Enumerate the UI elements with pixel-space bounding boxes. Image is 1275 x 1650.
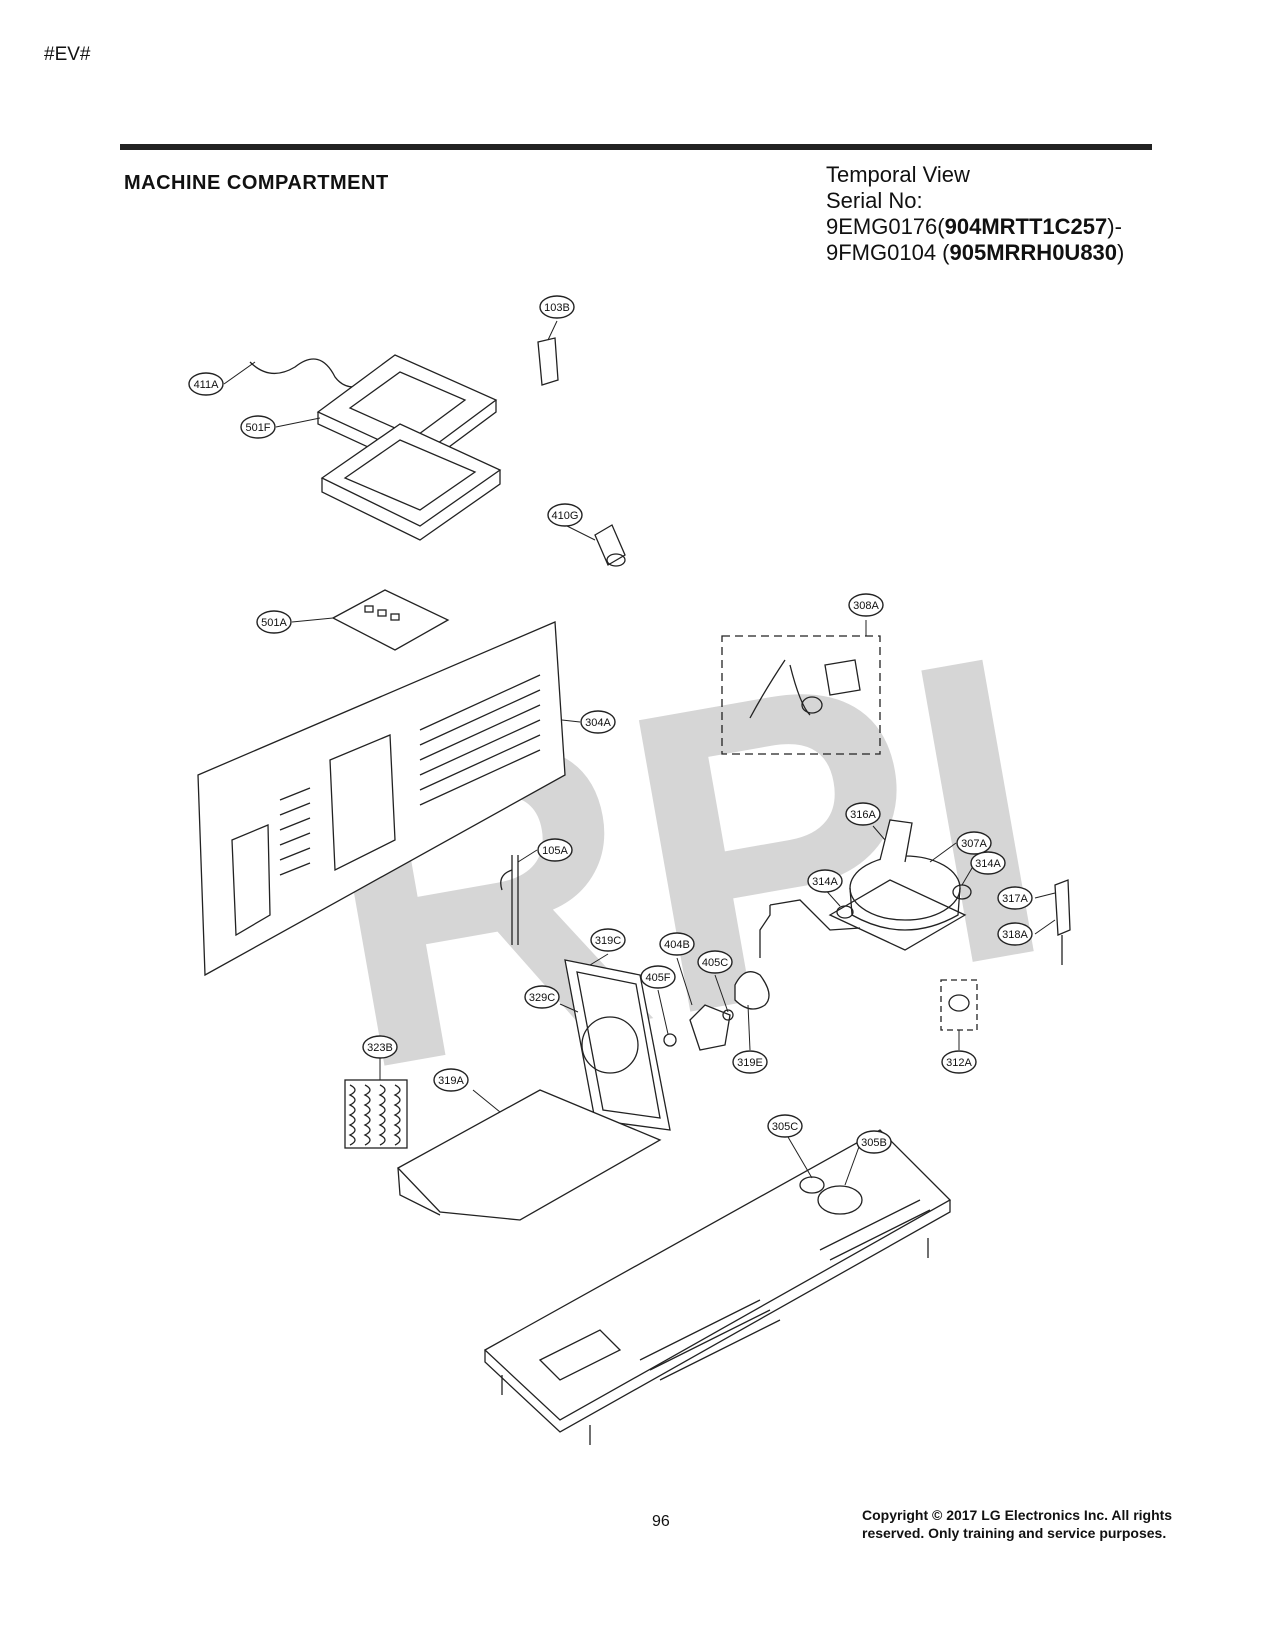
callout-318A: 318A [997,922,1033,946]
svg-text:304A: 304A [585,717,611,729]
condenser-323B [344,1079,408,1149]
svg-text:501F: 501F [245,422,270,434]
drain-tube-105A [500,855,519,945]
serial-line-4-prefix: 9FMG0104 ( [826,240,950,265]
svg-text:319E: 319E [737,1057,763,1069]
svg-text:405F: 405F [645,972,670,984]
compressor-307A [828,819,967,951]
serial-block: Temporal View Serial No: 9EMG0176(904MRT… [826,162,1124,266]
serial-line-1: Temporal View [826,162,970,187]
copyright-notice: Copyright © 2017 LG Electronics Inc. All… [862,1506,1222,1542]
serial-line-4-bold: 905MRRH0U830 [949,240,1118,265]
svg-text:308A: 308A [853,600,879,612]
serial-line-3: 9EMG0176(904MRTT1C257)- [826,214,1124,240]
svg-text:305C: 305C [772,1121,798,1133]
callout-312A: 312A [941,1050,977,1074]
callout-319A: 319A [433,1068,469,1092]
svg-text:103B: 103B [544,302,570,314]
serial-line-3-suffix: )- [1107,214,1122,239]
callout-404B: 404B [659,932,695,956]
fan-motor-404B [689,1004,731,1051]
callout-103B: 103B [539,295,575,319]
callout-323B: 323B [362,1035,398,1059]
wiring-assembly-308A [721,635,881,755]
callout-319C: 319C [590,928,626,952]
svg-text:319A: 319A [438,1075,464,1087]
copyright-line-1: Copyright © 2017 LG Electronics Inc. All… [862,1507,1173,1523]
callout-411A: 411A [188,372,224,396]
svg-text:312A: 312A [946,1057,972,1069]
svg-text:105A: 105A [542,845,568,857]
callout-316A: 316A [845,802,881,826]
corner-tag: #EV# [44,44,91,65]
svg-text:317A: 317A [1002,893,1028,905]
callout-314A-right: 314A [970,851,1006,875]
serial-line-3-bold: 904MRTT1C257 [944,214,1108,239]
leader-lines [223,320,1056,1186]
bottom-plate [483,1129,952,1433]
base-bracket-319A [396,1089,662,1221]
callout-319E: 319E [732,1050,768,1074]
capacitor-410G [594,524,626,567]
washer-405F [663,1033,677,1047]
callout-307A: 307A [956,831,992,855]
valve-319E [734,971,770,1010]
svg-text:314A: 314A [812,876,838,888]
svg-text:410G: 410G [552,510,579,522]
fan-shroud-319C [564,959,671,1131]
callout-317A: 317A [997,886,1033,910]
pcb-501A [331,589,450,651]
callout-304A: 304A [580,710,616,734]
grommet-314A-left [836,905,854,919]
copyright-line-2: reserved. Only training and service purp… [862,1525,1167,1541]
rear-panel-304A [197,621,566,977]
callout-405F: 405F [640,965,676,989]
svg-text:305B: 305B [861,1137,887,1149]
svg-text:319C: 319C [595,935,621,947]
svg-text:405C: 405C [702,957,728,969]
svg-text:501A: 501A [261,617,287,629]
svg-text:318A: 318A [1002,929,1028,941]
svg-text:404B: 404B [664,939,690,951]
callout-105A: 105A [537,838,573,862]
callout-410G: 410G [547,503,583,527]
callout-308A: 308A [848,593,884,617]
svg-text:329C: 329C [529,992,555,1004]
bracket-103B [537,337,559,386]
discharge-pipe [759,905,771,958]
callout-305C: 305C [767,1114,803,1138]
suction-pipe [769,899,861,931]
callout-314A-left: 314A [807,869,843,893]
serial-line-2: Serial No: [826,188,923,213]
serial-line-4-suffix: ) [1117,240,1125,265]
svg-text:411A: 411A [194,379,220,391]
callout-501A: 501A [256,610,292,634]
callout-405C: 405C [697,950,733,974]
header-rule [120,144,1152,150]
callout-329C: 329C [524,985,560,1009]
serial-line-3-prefix: 9EMG0176( [826,214,945,239]
callout-305B: 305B [856,1130,892,1154]
svg-text:323B: 323B [367,1042,393,1054]
control-box-tray [320,423,502,541]
svg-text:316A: 316A [850,809,876,821]
relay-317A-318A [1054,879,1071,965]
svg-text:314A: 314A [975,858,1001,870]
section-title: MACHINE COMPARTMENT [124,172,389,194]
page-number: 96 [652,1513,670,1530]
callout-501F: 501F [240,415,276,439]
washer-405C [722,1009,734,1021]
svg-text:307A: 307A [961,838,987,850]
serial-line-4: 9FMG0104 (905MRRH0U830) [826,240,1124,266]
